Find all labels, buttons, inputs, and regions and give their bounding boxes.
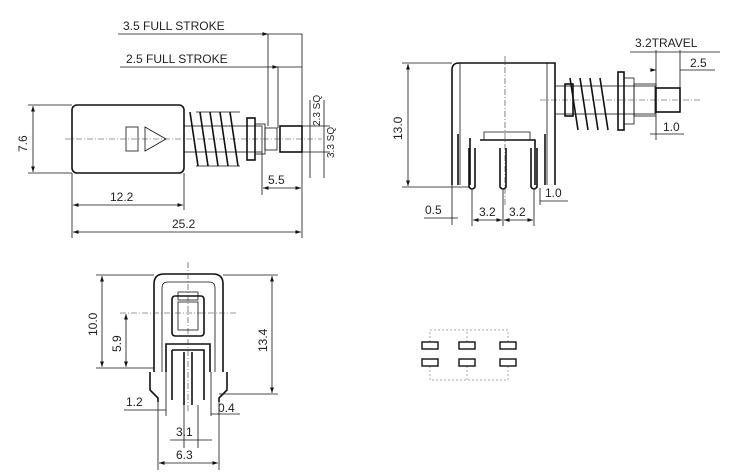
spring-envelope	[196, 111, 240, 167]
plunger-shaft	[183, 125, 263, 153]
spring	[189, 111, 239, 167]
sq-2-label: 3.3 SQ	[326, 127, 337, 158]
top-collar-3	[623, 77, 635, 125]
front-pin-left	[149, 372, 159, 402]
len-2-label: 25.2	[172, 217, 196, 231]
front-view: 10.0 5.9 13.4 1.2 0.4 3.1 6.3	[86, 262, 278, 470]
top-spring	[569, 77, 609, 131]
top-tip	[655, 87, 681, 113]
h134-label: 13.4	[256, 328, 270, 352]
top-base-step	[483, 131, 531, 140]
d04-label: 0.4	[218, 401, 235, 415]
pcb-pad-layout	[421, 329, 517, 381]
h10-label: 10.0	[86, 312, 100, 336]
d31-label: 3.1	[176, 425, 193, 439]
top-body	[451, 62, 556, 185]
side-view: 3.5 FULL STROKE 2.5 FULL STROKE 2.3 SQ 3…	[16, 19, 337, 238]
pad-trace-top	[429, 329, 509, 342]
pad-5	[458, 358, 476, 367]
pad-2	[458, 341, 476, 350]
d63-label: 6.3	[176, 448, 193, 462]
plunger-tip	[279, 125, 303, 153]
front-body	[153, 273, 224, 372]
pin-3	[530, 148, 538, 190]
top-view: 3.2TRAVEL 2.5 1.0 13.0 0.5 3.2 3.2 1.0	[391, 36, 720, 226]
top-collar-2	[617, 71, 625, 131]
d10a-label: 1.0	[663, 120, 680, 134]
front-body-inner	[161, 281, 216, 372]
sq-1-label: 2.3 SQ	[312, 95, 323, 126]
pad-1	[421, 341, 439, 350]
top-base	[457, 134, 546, 185]
d12-label: 1.2	[126, 395, 143, 409]
pin-2	[499, 148, 507, 190]
d05-label: 0.5	[425, 203, 442, 217]
h59-label: 5.9	[110, 335, 124, 352]
full-stroke-1-label: 3.5 FULL STROKE	[123, 19, 225, 33]
d10b-label: 1.0	[545, 186, 562, 200]
pad-trace-bottom	[429, 366, 509, 381]
travel-label: 3.2TRAVEL	[635, 36, 698, 50]
pad-3	[499, 341, 517, 350]
pad-4	[421, 358, 439, 367]
front-pin-right	[218, 372, 228, 402]
h13-label: 13.0	[391, 116, 405, 140]
len-1-label: 12.2	[110, 190, 134, 204]
pitch-1-label: 3.2	[479, 205, 496, 219]
full-stroke-2-label: 2.5 FULL STROKE	[126, 52, 228, 66]
d25-label: 2.5	[690, 56, 707, 70]
pitch-2-label: 3.2	[509, 205, 526, 219]
len-3-label: 5.5	[268, 173, 285, 187]
top-collar-1	[564, 83, 574, 117]
front-lower-inner	[171, 349, 205, 400]
collar-3	[264, 127, 278, 151]
height-label: 7.6	[16, 135, 30, 152]
pad-6	[499, 358, 517, 367]
